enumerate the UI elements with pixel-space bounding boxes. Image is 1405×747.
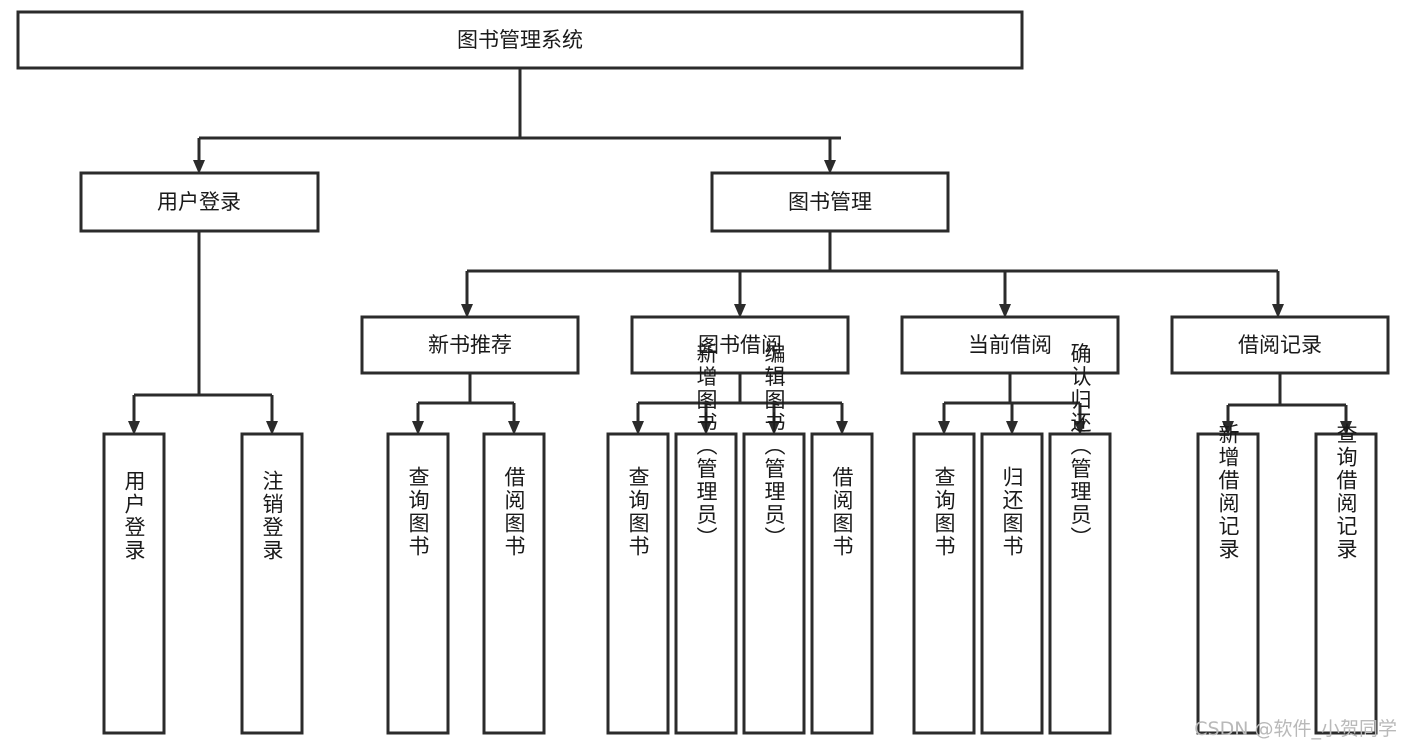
leaf-add-book-admin[interactable]: 新增图书（管理员） [674,343,738,735]
leaf-query-book-borrow-label: 查询图书 [626,466,650,558]
connectors-current-borrow-to-leaves [938,373,1086,435]
leaf-borrow-book-rec[interactable]: 借阅图书 [482,432,546,735]
leaf-query-borrow-record-label: 查询借阅记录 [1334,423,1358,561]
leaf-borrow-book-rec-box[interactable] [482,432,546,735]
node-book-borrow-label: 图书借阅 [698,333,782,357]
leaf-edit-book-admin-box[interactable] [742,432,806,735]
leaf-edit-book-admin[interactable]: 编辑图书（管理员） [742,343,806,735]
leaf-query-borrow-record[interactable]: 查询借阅记录 [1314,423,1378,735]
node-user-login-box[interactable] [79,171,320,233]
connectors-book-borrow-to-leaves [632,373,848,435]
leaf-borrow-book-rec-label: 借阅图书 [502,466,526,558]
arrowhead-new-book-rec [461,304,473,318]
connectors-book-mgmt-to-level3 [461,231,1284,318]
node-user-login[interactable]: 用户登录 [79,171,320,233]
arrowhead-leaf-5 [632,421,644,435]
leaf-add-book-admin-label: 新增图书（管理员） [694,343,718,550]
arrowhead-book-borrow [734,304,746,318]
arrowhead-leaf-3 [412,421,424,435]
leaf-query-book-rec-label: 查询图书 [406,466,430,558]
arrowhead-leaf-12 [1222,421,1234,435]
node-borrow-record-label: 借阅记录 [1238,333,1322,357]
arrowhead-current-borrow [999,304,1011,318]
leaf-query-borrow-record-box[interactable] [1314,432,1378,735]
node-new-book-recommend-box[interactable] [360,315,580,375]
arrowhead-leaf-7 [768,421,780,435]
leaf-add-borrow-record-box[interactable] [1196,432,1260,735]
arrowhead-leaf-4 [508,421,520,435]
node-root[interactable]: 图书管理系统 [16,10,1024,70]
leaf-query-book-current[interactable]: 查询图书 [912,432,976,735]
connectors-root-to-level2 [193,68,841,174]
node-new-book-recommend-label: 新书推荐 [428,333,512,357]
leaf-return-book[interactable]: 归还图书 [980,432,1044,735]
leaf-add-borrow-record[interactable]: 新增借阅记录 [1196,423,1260,735]
connectors-new-book-rec-to-leaves [412,373,520,435]
leaf-return-book-label: 归还图书 [1000,466,1024,558]
leaf-return-book-box[interactable] [980,432,1044,735]
arrowhead-user-login [193,160,205,174]
arrowhead-leaf-2 [266,421,278,435]
arrowhead-leaf-8 [836,421,848,435]
node-borrow-record-box[interactable] [1170,315,1390,375]
node-book-management[interactable]: 图书管理 [710,171,950,233]
arrowhead-leaf-13 [1340,421,1352,435]
leaf-confirm-return-admin[interactable]: 确认归还（管理员） [1048,343,1112,735]
node-root-box[interactable] [16,10,1024,70]
leaf-query-book-current-label: 查询图书 [932,466,956,558]
arrowhead-leaf-10 [1006,421,1018,435]
leaf-logout-login[interactable]: 注销登录 [240,432,304,735]
leaf-query-book-borrow-box[interactable] [606,432,670,735]
connectors-user-login-to-leaves [128,231,278,435]
arrowhead-borrow-record [1272,304,1284,318]
node-current-borrow-box[interactable] [900,315,1120,375]
node-borrow-record[interactable]: 借阅记录 [1170,315,1390,375]
leaf-borrow-book-borrow[interactable]: 借阅图书 [810,432,874,735]
node-book-management-box[interactable] [710,171,950,233]
leaf-user-login[interactable]: 用户登录 [102,432,166,735]
node-book-borrow-box[interactable] [630,315,850,375]
node-current-borrow[interactable]: 当前借阅 [900,315,1120,375]
leaf-user-login-box[interactable] [102,432,166,735]
leaf-confirm-return-admin-label: 确认归还（管理员） [1068,343,1092,550]
arrowhead-leaf-11 [1074,421,1086,435]
node-book-management-label: 图书管理 [788,190,872,214]
leaf-borrow-book-borrow-label: 借阅图书 [830,466,854,558]
node-new-book-recommend[interactable]: 新书推荐 [360,315,580,375]
leaf-query-book-rec[interactable]: 查询图书 [386,432,450,735]
arrowhead-book-mgmt [824,160,836,174]
arrowhead-leaf-1 [128,421,140,435]
leaf-query-book-borrow[interactable]: 查询图书 [606,432,670,735]
arrowhead-leaf-9 [938,421,950,435]
leaf-confirm-return-admin-box[interactable] [1048,432,1112,735]
connectors-borrow-record-to-leaves [1222,373,1352,435]
arrowhead-leaf-6 [700,421,712,435]
leaf-edit-book-admin-label: 编辑图书（管理员） [762,343,786,550]
node-root-label: 图书管理系统 [457,28,583,52]
node-current-borrow-label: 当前借阅 [968,333,1052,357]
leaf-add-borrow-record-label: 新增借阅记录 [1216,423,1240,561]
leaf-query-book-current-box[interactable] [912,432,976,735]
leaf-logout-login-label: 注销登录 [260,470,284,562]
leaf-borrow-book-borrow-box[interactable] [810,432,874,735]
leaf-add-book-admin-box[interactable] [674,432,738,735]
node-user-login-label: 用户登录 [157,190,241,214]
leaf-logout-login-box[interactable] [240,432,304,735]
leaf-query-book-rec-box[interactable] [386,432,450,735]
leaf-user-login-label: 用户登录 [122,470,146,562]
node-book-borrow[interactable]: 图书借阅 [630,315,850,375]
